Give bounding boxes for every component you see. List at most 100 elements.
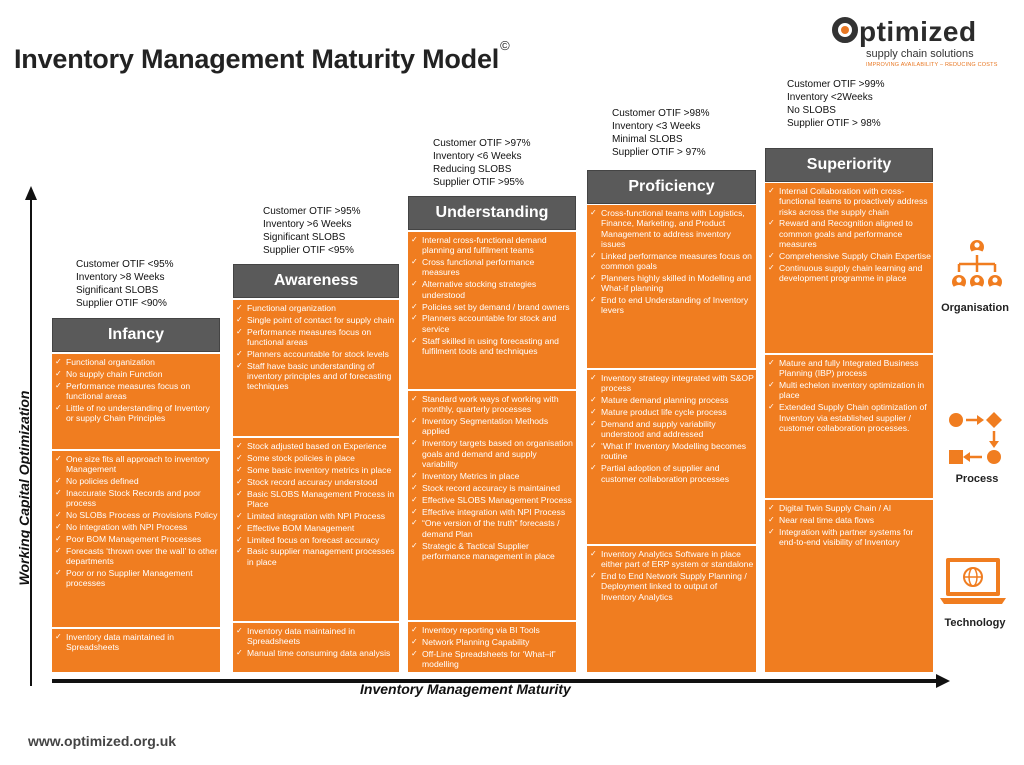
stage-body: Internal Collaboration with cross-functi… xyxy=(765,183,933,672)
metric-line: Supplier OTIF >95% xyxy=(433,177,524,188)
metric-line: Customer OTIF >98% xyxy=(612,108,710,119)
stage-title: Proficiency xyxy=(587,170,756,204)
stage-title: Infancy xyxy=(52,318,220,352)
page-title: Inventory Management Maturity Model© xyxy=(14,38,510,75)
checklist-item: Limited integration with NPI Process xyxy=(236,511,397,522)
checklist-item: Stock record accuracy understood xyxy=(236,477,397,488)
checklist-item: Internal cross-functional demand plannin… xyxy=(411,235,574,256)
process-section: Inventory strategy integrated with S&OP … xyxy=(587,368,756,544)
stage-title: Understanding xyxy=(408,196,576,230)
process-section: Stock adjusted based on ExperienceSome s… xyxy=(233,436,399,621)
organisation-section: Functional organizationSingle point of c… xyxy=(233,300,399,436)
technology-section: Inventory reporting via BI ToolsNetwork … xyxy=(408,620,576,672)
organisation-section: Cross-functional teams with Logistics, F… xyxy=(587,205,756,368)
checklist-item: Inventory data maintained in Spreadsheet… xyxy=(236,626,397,647)
metric-line: Significant SLOBS xyxy=(76,285,159,296)
stage-superiority: SuperiorityInternal Collaboration with c… xyxy=(765,148,933,672)
checklist-item: Staff skilled in using forecasting and f… xyxy=(411,336,574,357)
stage-understanding: UnderstandingInternal cross-functional d… xyxy=(408,196,576,672)
stage-infancy: InfancyFunctional organizationNo supply … xyxy=(52,318,220,672)
checklist-item: Inventory strategy integrated with S&OP … xyxy=(590,373,754,394)
organisation-section: Internal Collaboration with cross-functi… xyxy=(765,183,933,353)
metric-line: Minimal SLOBS xyxy=(612,134,683,145)
metric-line: Supplier OTIF <90% xyxy=(76,298,167,309)
process-label: Process xyxy=(955,473,999,485)
checklist-item: Poor BOM Management Processes xyxy=(55,534,218,545)
laptop-globe-icon xyxy=(940,558,1006,604)
y-axis-line xyxy=(30,198,32,686)
checklist-item: Stock record accuracy is maintained xyxy=(411,483,574,494)
footer-url: www.optimized.org.uk xyxy=(28,733,177,749)
process-section: One size fits all approach to inventory … xyxy=(52,449,220,627)
logo-brand-text: ptimized xyxy=(859,16,977,47)
checklist-item: Near real time data flows xyxy=(768,515,931,526)
metric-line: Reducing SLOBS xyxy=(433,164,512,175)
metric-line: Supplier OTIF > 98% xyxy=(787,118,881,129)
checklist-item: ‘What If’ Inventory Modelling becomes ro… xyxy=(590,441,754,462)
checklist-item: Limited focus on forecast accuracy xyxy=(236,535,397,546)
checklist-item: Functional organization xyxy=(236,303,397,314)
checklist-item: Inventory Metrics in place xyxy=(411,471,574,482)
checklist-item: No SLOBs Process or Provisions Policy xyxy=(55,510,218,521)
metric-line: Customer OTIF <95% xyxy=(76,259,174,270)
checklist-item: Single point of contact for supply chain xyxy=(236,315,397,326)
checklist-item: Planners accountable for stock and servi… xyxy=(411,313,574,334)
y-axis-label: Working Capital Optimization xyxy=(16,390,32,586)
metric-line: Supplier OTIF > 97% xyxy=(612,147,706,158)
organisation-section: Internal cross-functional demand plannin… xyxy=(408,232,576,389)
checklist-item: Partial adoption of supplier and custome… xyxy=(590,463,754,484)
company-logo: ptimized supply chain solutions IMPROVIN… xyxy=(832,12,1012,72)
metric-line: Inventory <6 Weeks xyxy=(433,151,522,162)
checklist-item: Inventory Segmentation Methods applied xyxy=(411,416,574,437)
stage-body: Functional organizationNo supply chain F… xyxy=(52,354,220,672)
checklist-item: Policies set by demand / brand owners xyxy=(411,302,574,313)
metric-line: Inventory <2Weeks xyxy=(787,92,873,103)
checklist-item: Network Planning Capability xyxy=(411,637,574,648)
checklist-item: Inventory data maintained in Spreadsheet… xyxy=(55,632,218,653)
technology-section: Inventory data maintained in Spreadsheet… xyxy=(52,627,220,672)
stage-title: Awareness xyxy=(233,264,399,298)
checklist-item: Cross-functional teams with Logistics, F… xyxy=(590,208,754,249)
checklist-item: End to End Network Supply Planning / Dep… xyxy=(590,571,754,602)
organisation-label: Organisation xyxy=(941,302,1009,314)
metric-line: Customer OTIF >99% xyxy=(787,79,885,90)
checklist-item: Performance measures focus on functional… xyxy=(55,381,218,402)
stage-title: Superiority xyxy=(765,148,933,182)
checklist-item: Integration with partner systems for end… xyxy=(768,527,931,548)
checklist-item: Manual time consuming data analysis xyxy=(236,648,397,659)
checklist-item: One size fits all approach to inventory … xyxy=(55,454,218,475)
technology-label: Technology xyxy=(944,617,1006,629)
checklist-item: Continuous supply chain learning and dev… xyxy=(768,263,931,284)
y-axis-arrow-icon xyxy=(25,186,37,200)
checklist-item: Stock adjusted based on Experience xyxy=(236,441,397,452)
metric-line: Customer OTIF >97% xyxy=(433,138,531,149)
checklist-item: Multi echelon inventory optimization in … xyxy=(768,380,931,401)
checklist-item: Poor or no Supplier Management processes xyxy=(55,568,218,589)
checklist-item: Inaccurate Stock Records and poor proces… xyxy=(55,488,218,509)
checklist-item: Mature and fully Integrated Business Pla… xyxy=(768,358,931,379)
technology-section: Digital Twin Supply Chain / AINear real … xyxy=(765,498,933,672)
checklist-item: Demand and supply variability understood… xyxy=(590,419,754,440)
logo-subtitle: supply chain solutions xyxy=(866,48,974,60)
x-axis-line xyxy=(52,679,938,683)
metric-line: Inventory >8 Weeks xyxy=(76,272,165,283)
checklist-item: Effective SLOBS Management Process xyxy=(411,495,574,506)
x-axis-label: Inventory Management Maturity xyxy=(360,681,571,697)
process-icon xyxy=(949,412,1002,464)
checklist-item: Forecasts ‘thrown over the wall’ to othe… xyxy=(55,546,218,567)
checklist-item: Inventory reporting via BI Tools xyxy=(411,625,574,636)
checklist-item: Inventory Analytics Software in place ei… xyxy=(590,549,754,570)
stage-body: Functional organizationSingle point of c… xyxy=(233,300,399,672)
checklist-item: No supply chain Function xyxy=(55,369,218,380)
x-axis-arrow-icon xyxy=(936,674,950,688)
checklist-item: Basic SLOBS Management Process in Place xyxy=(236,489,397,510)
checklist-item: Some basic inventory metrics in place xyxy=(236,465,397,476)
checklist-item: Standard work ways of working with month… xyxy=(411,394,574,415)
checklist-item: Basic supplier management processes in p… xyxy=(236,546,397,567)
checklist-item: Staff have basic understanding of invent… xyxy=(236,361,397,392)
checklist-item: No policies defined xyxy=(55,476,218,487)
